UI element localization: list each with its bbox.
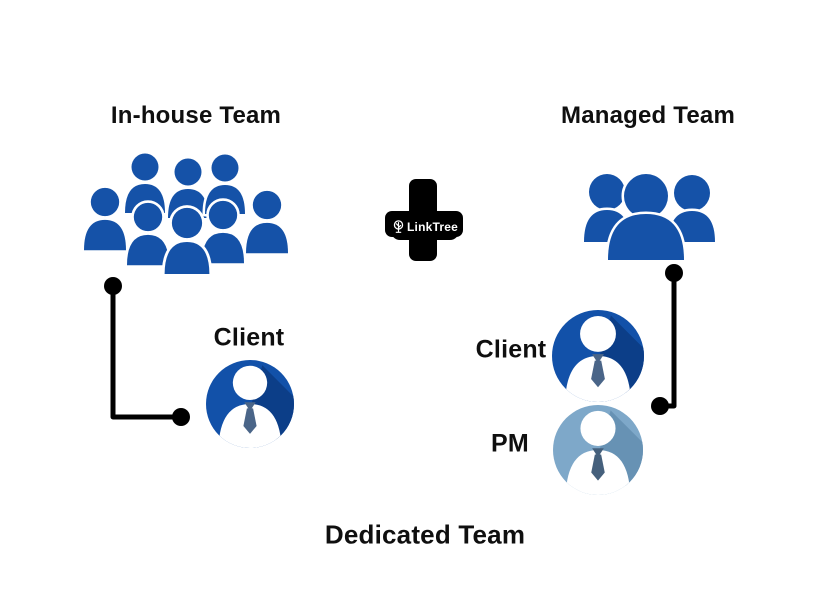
- linktree-badge: LinkTree: [391, 213, 459, 240]
- avatar-tie: [591, 454, 605, 481]
- avatar-tie: [592, 448, 604, 458]
- client-avatar-icon: [206, 360, 294, 448]
- tree-icon: [393, 219, 404, 233]
- client-label-left: Client: [213, 323, 285, 352]
- in-house-team-icon: [80, 146, 295, 274]
- client-label-right: Client: [475, 335, 547, 364]
- person-icon: [84, 188, 126, 250]
- pm-avatar-icon: [553, 405, 643, 495]
- person-icon: [246, 191, 288, 253]
- connector-dot: [104, 277, 122, 295]
- in-house-team-title: In-house Team: [110, 102, 282, 129]
- managed-team-title: Managed Team: [561, 102, 735, 129]
- avatar-head: [232, 365, 268, 401]
- connector-dot: [651, 397, 669, 415]
- avatar-head: [580, 410, 616, 446]
- person-icon: [605, 171, 687, 262]
- linktree-label: LinkTree: [407, 219, 458, 234]
- avatar-tie: [243, 408, 257, 434]
- dedicated-team-caption: Dedicated Team: [324, 519, 526, 550]
- person-icon: [127, 203, 169, 265]
- connector-dot: [172, 408, 190, 426]
- client-avatar-icon: [552, 310, 644, 402]
- avatar-tie: [244, 402, 256, 412]
- connector-dot: [665, 264, 683, 282]
- avatar-tie: [591, 360, 605, 388]
- person-icon: [165, 208, 210, 274]
- managed-team-icon: [581, 171, 718, 262]
- avatar-head: [580, 315, 616, 352]
- connector-right-icon: [651, 264, 683, 415]
- avatar-tie: [592, 354, 604, 364]
- pm-label: PM: [491, 429, 529, 458]
- connector-left-icon: [104, 277, 190, 426]
